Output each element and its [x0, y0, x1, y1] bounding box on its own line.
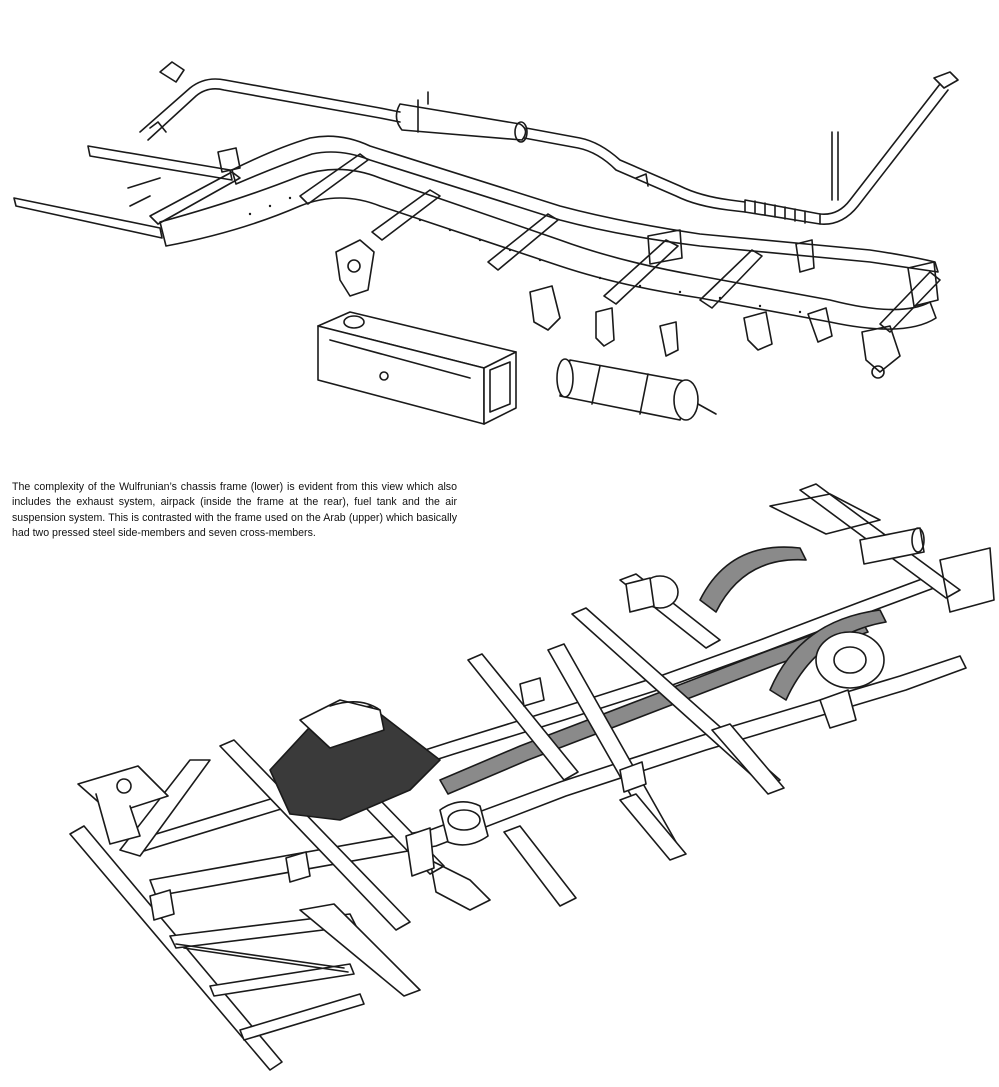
rear-wheel-arch-far [700, 547, 806, 612]
spring-hangers [218, 148, 938, 378]
tail-pipe-flange [934, 72, 958, 88]
outrigger-stubs [150, 578, 654, 920]
frame-cross-members [128, 154, 940, 332]
flexible-pipe-section [745, 200, 820, 224]
cross-member-7 [880, 272, 940, 332]
exhaust-tail-pipe [820, 84, 940, 214]
cross-member-4 [488, 214, 558, 270]
air-reservoir [860, 528, 924, 564]
front-pipe-clamp-icon [150, 62, 184, 132]
rear-axle-assembly [642, 494, 994, 728]
fuel-tank [318, 312, 516, 424]
exhaust-system [140, 62, 958, 224]
exhaust-mid-pipe [526, 128, 745, 202]
air-reservoir-cylinder [557, 359, 716, 420]
silencer [396, 92, 527, 142]
exhaust-hanger-rod [832, 132, 838, 200]
cross-member-3 [372, 190, 440, 240]
exhaust-front-pipe [140, 79, 400, 132]
front-mounting-bracket [78, 766, 168, 844]
engine-mounting-area [270, 700, 490, 910]
transverse-cross-members [220, 484, 960, 930]
arab-chassis-frame-illustration [0, 0, 999, 440]
cross-member-2 [300, 154, 368, 204]
cross-member-e [712, 724, 784, 794]
cross-member-5 [604, 240, 678, 304]
cross-member-1 [150, 172, 240, 224]
far-side-member [232, 136, 938, 272]
cross-member-6 [700, 250, 762, 308]
wulfrunian-chassis-frame-illustration [0, 470, 999, 1087]
figure-caption: The complexity of the Wulfrunian’s chass… [12, 481, 457, 539]
rear-brake-drum [816, 632, 884, 688]
frame-rivets [248, 196, 802, 314]
cross-member-front [220, 740, 410, 930]
frame-side-members [14, 136, 938, 329]
cross-member-b [468, 654, 578, 780]
front-outrigger-frame [70, 760, 420, 1070]
fuel-filler-cap [344, 316, 364, 328]
rear-wheel-arch-near [770, 610, 886, 700]
